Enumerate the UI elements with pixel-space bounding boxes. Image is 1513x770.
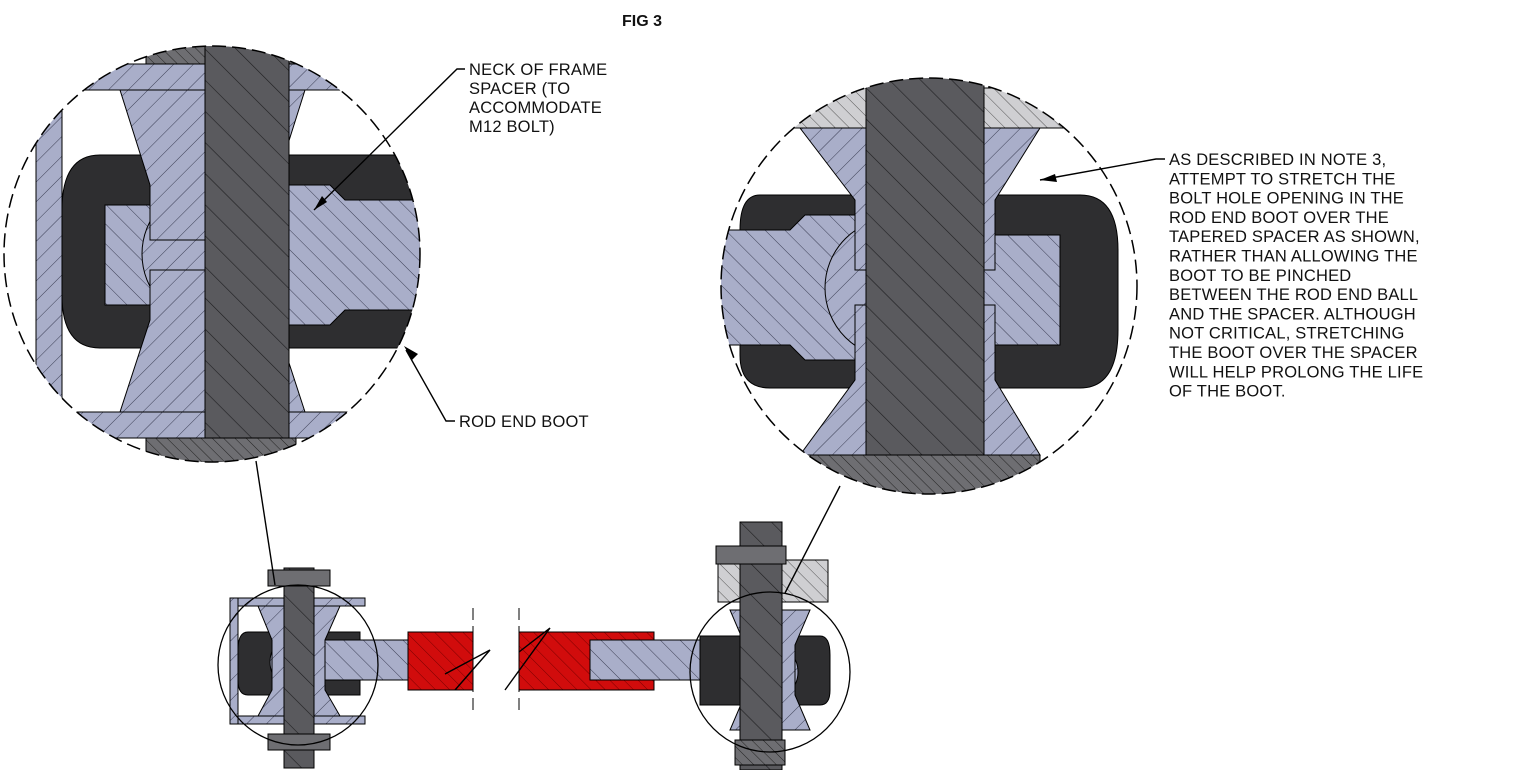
note-line-12: WILL HELP PROLONG THE LIFE	[1169, 363, 1423, 381]
assembly-view	[229, 521, 831, 770]
right-detail-view	[721, 78, 1119, 494]
note-line-13: OF THE BOOT.	[1169, 383, 1286, 401]
right-detail-boundary	[720, 77, 1138, 495]
note-line-5: TAPERED SPACER AS SHOWN,	[1169, 228, 1420, 246]
figure-title: FIG 3	[622, 13, 662, 30]
note-line-7: BOOT TO BE PINCHED	[1169, 267, 1351, 285]
note-line-8: BETWEEN THE ROD END BALL	[1169, 286, 1418, 304]
bottom-nut-right	[809, 454, 1041, 494]
note-line-11: THE BOOT OVER THE SPACER	[1169, 344, 1418, 362]
left-detail-view	[35, 46, 420, 462]
bolt-shank-right	[865, 78, 985, 494]
neck-line-2: SPACER (TO	[469, 80, 570, 98]
note-line-6: RATHER THAN ALLOWING THE	[1169, 248, 1418, 266]
left-detail-boundary	[3, 45, 421, 463]
note-line-9: AND THE SPACER. ALTHOUGH	[1169, 305, 1416, 323]
note-line-1: AS DESCRIBED IN NOTE 3,	[1169, 151, 1386, 169]
callout-rod-end-boot: ROD END BOOT	[404, 346, 589, 431]
neck-line-3: ACCOMMODATE	[469, 99, 602, 117]
neck-line-1: NECK OF FRAME	[469, 61, 607, 79]
frame-plate-side	[35, 63, 63, 439]
assembly-detail-circle-left	[217, 584, 379, 746]
svg-text:AS DESCRIBED IN NOTE 3,: AS DESCRIBED IN NOTE 3, ATTEMPT TO STRET…	[1169, 151, 1428, 401]
note-line-3: BOLT HOLE OPENING IN THE	[1169, 190, 1404, 208]
detail-leader-right	[784, 485, 841, 594]
note-line-4: ROD END BOOT OVER THE	[1169, 209, 1389, 227]
neck-line-4: M12 BOLT)	[469, 118, 555, 136]
assembly-tube-left	[407, 631, 474, 691]
bottom-nut-left	[145, 437, 297, 462]
callout-note: AS DESCRIBED IN NOTE 3, ATTEMPT TO STRET…	[1039, 151, 1428, 401]
note-line-2: ATTEMPT TO STRETCH THE	[1169, 170, 1396, 188]
detail-leader-left	[255, 460, 276, 586]
note-line-10: NOT CRITICAL, STRETCHING	[1169, 325, 1405, 343]
bolt-shank-left	[204, 46, 290, 462]
assembly-detail-circle-right	[689, 591, 851, 753]
rod-end-boot-label: ROD END BOOT	[459, 413, 589, 431]
